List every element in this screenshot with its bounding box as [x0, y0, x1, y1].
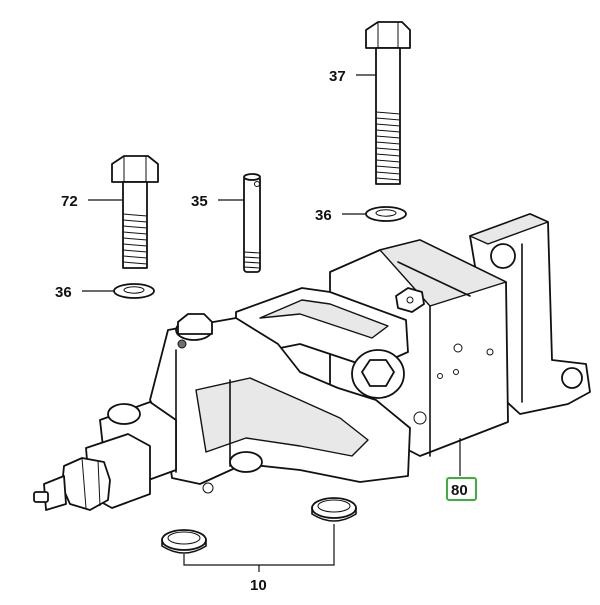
callout-80-highlight[interactable]: 80 [446, 477, 477, 501]
callout-36-lower: 36 [55, 284, 72, 301]
lower-port [229, 451, 263, 473]
bolt-72-thread [122, 213, 148, 265]
callout-36-upper: 36 [315, 207, 332, 224]
callout-35: 35 [191, 193, 208, 210]
callout-80: 80 [451, 482, 468, 499]
bolt-37-thread [375, 111, 401, 181]
washer-36-upper[interactable] [365, 206, 407, 222]
callout-37: 37 [329, 68, 346, 85]
main-housing [149, 313, 411, 494]
pin-35[interactable] [243, 173, 261, 273]
o-ring-10-right[interactable] [311, 497, 357, 522]
bolt-72[interactable] [111, 155, 159, 269]
leader-lines [82, 74, 461, 572]
bolt-37[interactable] [365, 21, 411, 185]
washer-36-lower[interactable] [113, 283, 155, 299]
callout-72: 72 [61, 193, 78, 210]
adjuster-nose [33, 401, 177, 511]
callout-10: 10 [250, 577, 267, 594]
valve-assembly-80[interactable] [33, 213, 591, 511]
o-ring-10-left[interactable] [161, 529, 207, 554]
